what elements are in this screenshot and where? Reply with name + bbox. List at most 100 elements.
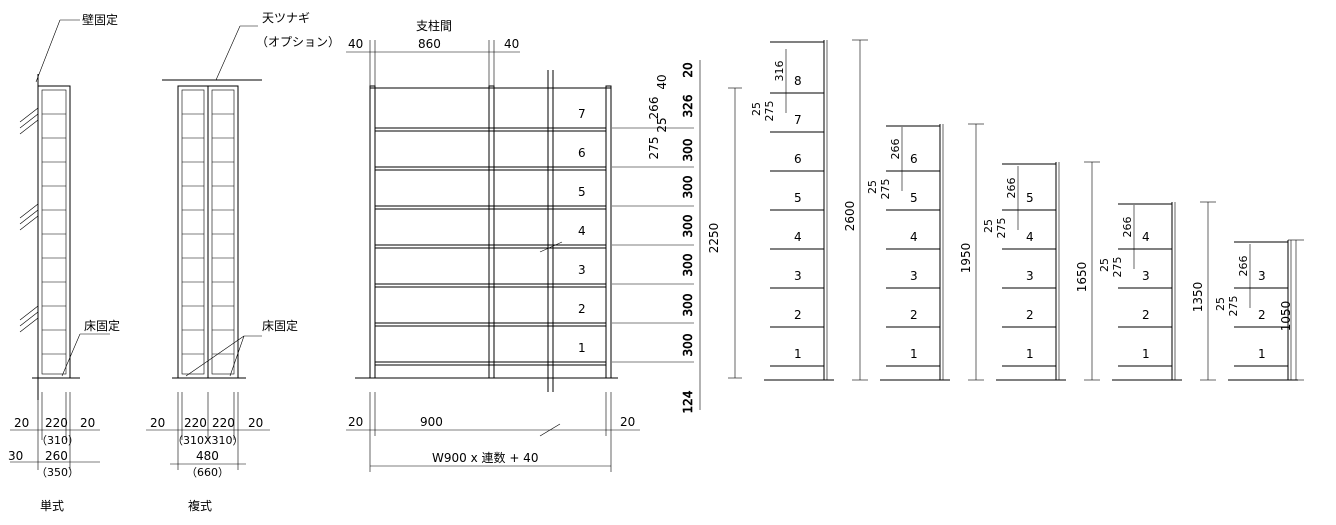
front-vertical-dim: 300 <box>681 215 695 238</box>
detail-dim-top: 316 <box>773 61 786 82</box>
double-dim-660: （660） <box>186 466 229 479</box>
single-dim-30: 30 <box>8 449 23 463</box>
front-shelf <box>374 322 607 327</box>
detail-dim-top: 266 <box>1121 217 1134 238</box>
double-side-view: 天ツナギ （オプション） 床固定 20 220 220 20 （310X310）… <box>146 11 340 513</box>
side-shelf-number: 1 <box>1258 347 1266 361</box>
side-shelf-number: 4 <box>1142 230 1150 244</box>
detail-dim-275: 275 <box>1111 257 1124 278</box>
detail-dim-top: 266 <box>1237 256 1250 277</box>
detail-dim-275: 275 <box>995 218 1008 239</box>
single-dim-220: 220 <box>45 416 68 430</box>
front-dim-25: 25 <box>655 117 669 132</box>
double-caption: 複式 <box>188 498 212 513</box>
side-shelf-number: 2 <box>1258 308 1266 322</box>
side-shelf-number: 2 <box>1026 308 1034 322</box>
front-total-height: 2250 <box>707 223 721 254</box>
double-dim-310x310: （310X310） <box>172 434 244 447</box>
width-formula: W900 x 連数 + 40 <box>432 450 538 465</box>
front-vertical-dim: 300 <box>681 254 695 277</box>
side-shelf-number: 3 <box>1258 269 1266 283</box>
side-shelf-number: 2 <box>910 308 918 322</box>
floor-fix-label: 床固定 <box>84 318 120 333</box>
front-dim-40: 40 <box>655 74 669 89</box>
double-floor-fix-label: 床固定 <box>262 318 298 333</box>
front-top-dim-860: 860 <box>418 37 441 51</box>
front-shelf <box>374 205 607 210</box>
double-dim-20-right: 20 <box>248 416 263 430</box>
side-shelf-number: 3 <box>1142 269 1150 283</box>
side-shelf-number: 6 <box>910 152 918 166</box>
front-bottom-dim-20-left: 20 <box>348 415 363 429</box>
single-dim-260: 260 <box>45 449 68 463</box>
front-vertical-dim: 300 <box>681 294 695 317</box>
height-dim-label: 1950 <box>959 243 973 274</box>
front-shelf-number: 7 <box>578 107 586 121</box>
front-vertical-dim: 326 <box>681 95 695 118</box>
front-shelf-number: 2 <box>578 302 586 316</box>
side-shelf-number: 3 <box>794 269 802 283</box>
single-dim-350: （350） <box>36 466 79 479</box>
side-shelf-number: 4 <box>910 230 918 244</box>
single-dim-310: （310） <box>36 434 79 447</box>
detail-dim-275: 275 <box>763 101 776 122</box>
side-shelf-number: 4 <box>794 230 802 244</box>
front-vertical-dim: 20 <box>681 62 695 77</box>
front-shelf <box>374 166 607 171</box>
single-dim-20-right: 20 <box>80 416 95 430</box>
front-vertical-dim: 124 <box>681 391 695 414</box>
ceiling-tie-label: 天ツナギ <box>262 11 310 25</box>
height-dim-label: 1650 <box>1075 262 1089 293</box>
side-shelf-number: 3 <box>910 269 918 283</box>
front-vertical-dim: 300 <box>681 334 695 357</box>
side-shelf-number: 5 <box>794 191 802 205</box>
side-shelf-number: 1 <box>1142 347 1150 361</box>
front-shelf-number: 5 <box>578 185 586 199</box>
front-top-dim-40-right: 40 <box>504 37 519 51</box>
side-shelf-number: 3 <box>1026 269 1034 283</box>
detail-dim-top: 266 <box>1005 178 1018 199</box>
side-shelf-number: 1 <box>910 347 918 361</box>
front-bottom-dim-900: 900 <box>420 415 443 429</box>
front-shelf-number: 1 <box>578 341 586 355</box>
front-shelf <box>374 127 607 132</box>
detail-dim-top: 266 <box>889 139 902 160</box>
detail-dim-275: 275 <box>1227 296 1240 317</box>
front-vertical-dim: 300 <box>681 176 695 199</box>
front-shelf <box>374 244 607 249</box>
single-side-view: 壁固定 床固定 20 220 20 （310） 30 260 （350） 単式 <box>8 12 120 513</box>
front-dim-275: 275 <box>647 137 661 160</box>
column-spacing-label: 支柱間 <box>416 18 452 33</box>
front-shelf-number: 6 <box>578 146 586 160</box>
front-top-dim-40-left: 40 <box>348 37 363 51</box>
detail-dim-25: 25 <box>982 219 995 233</box>
side-shelf-number: 6 <box>794 152 802 166</box>
height-dim-label: 1050 <box>1279 301 1293 332</box>
front-shelf-number: 3 <box>578 263 586 277</box>
front-shelf <box>374 361 607 366</box>
detail-dim-25: 25 <box>1214 297 1227 311</box>
side-shelf-number: 4 <box>1026 230 1034 244</box>
height-dim-label: 2600 <box>843 201 857 232</box>
single-dim-20-left: 20 <box>14 416 29 430</box>
front-bottom-dim-20-right: 20 <box>620 415 635 429</box>
side-shelf-number: 5 <box>1026 191 1034 205</box>
double-dim-20-left: 20 <box>150 416 165 430</box>
front-shelf <box>374 283 607 288</box>
detail-dim-25: 25 <box>1098 258 1111 272</box>
double-dim-480: 480 <box>196 449 219 463</box>
side-shelf-number: 2 <box>794 308 802 322</box>
detail-dim-25: 25 <box>866 180 879 194</box>
detail-dim-275: 275 <box>879 179 892 200</box>
single-caption: 単式 <box>40 499 64 513</box>
wall-fix-label: 壁固定 <box>82 12 118 27</box>
side-shelf-number: 1 <box>1026 347 1034 361</box>
